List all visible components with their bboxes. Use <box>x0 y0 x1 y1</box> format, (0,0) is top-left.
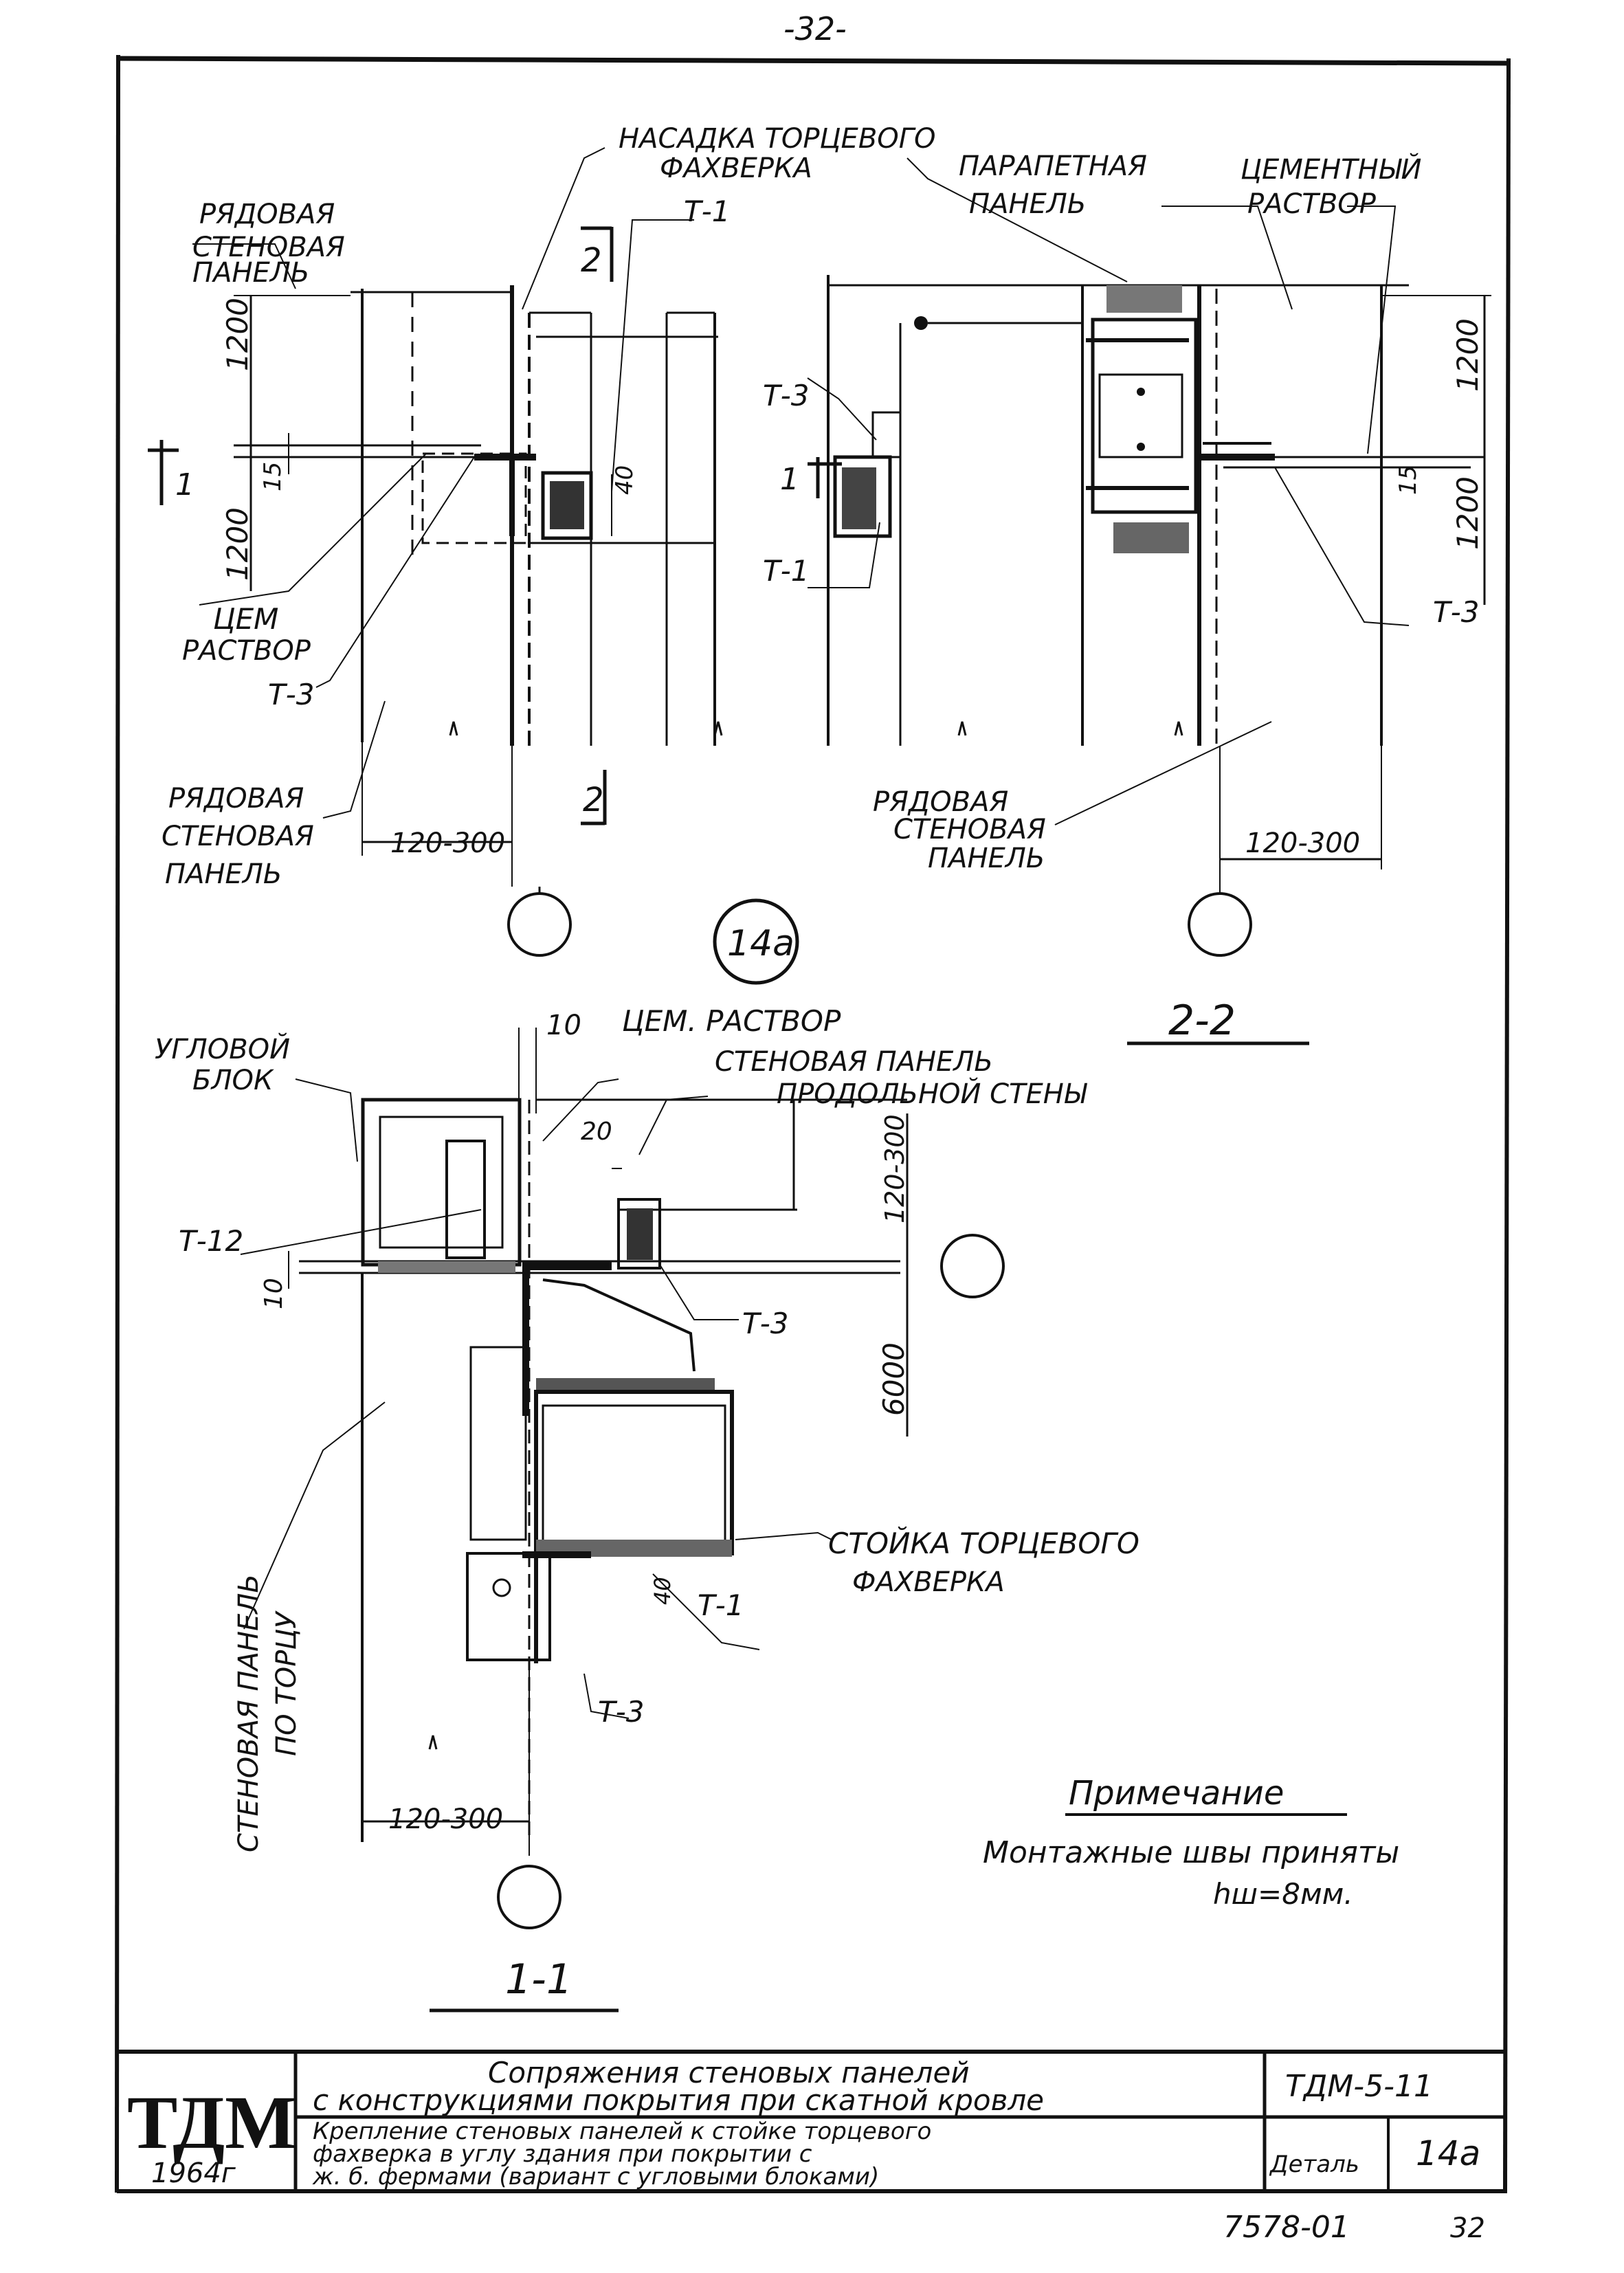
label-nasadka-2: ФАХВЕРКА <box>660 153 812 184</box>
dim-20: 20 <box>581 1118 612 1146</box>
label-ryad-bot-l2: СТЕНОВАЯ <box>162 821 314 852</box>
dim-15-a: 15 <box>259 462 287 491</box>
axis-circle-bottom <box>497 1865 561 1929</box>
detail-value: 14а <box>1416 2133 1480 2173</box>
title-logo: ТДМ <box>127 2081 296 2164</box>
label-cem-1: ЦЕМ <box>213 602 278 636</box>
dim-15-b: 15 <box>1394 465 1422 495</box>
view-1-1-title: 1-1 <box>505 1955 572 2004</box>
dim-10-top: 10 <box>546 1010 581 1041</box>
view-bottom <box>288 1028 909 1856</box>
label-parapet-2: ПАНЕЛЬ <box>969 188 1086 220</box>
section-2-bottom: 2 <box>583 781 604 819</box>
label-t1-a: Т-1 <box>684 195 731 228</box>
dim-120-300-b: 120-300 <box>1245 828 1360 859</box>
axis-circle-right <box>940 1234 1005 1298</box>
dim-1200-b: 1200 <box>221 507 254 581</box>
title-line1: Сопряжения стеновых панелей <box>488 2056 970 2089</box>
label-ryadovaya-top-2: СТЕНОВАЯ <box>192 232 345 263</box>
subtitle-line1: Крепление стеновых панелей к стойке торц… <box>313 2118 931 2145</box>
title-block: ТДМ 1964г Сопряжения стеновых панелей с … <box>127 2052 1507 2191</box>
title-line2: с конструкциями покрытия при скатной кро… <box>313 2083 1044 2117</box>
sheet-frame <box>115 54 1511 2193</box>
dim-120-300-c: 120-300 <box>388 1804 503 1835</box>
detail-label: Деталь <box>1269 2151 1359 2178</box>
note-formula: hш=8мм. <box>1213 1877 1353 1911</box>
label-ryadovaya-top-3: ПАНЕЛЬ <box>192 257 309 289</box>
labels: НАСАДКА ТОРЦЕВОГО ФАХВЕРКА РЯДОВАЯ СТЕНО… <box>155 123 1484 2004</box>
dim-10-left: 10 <box>260 1278 288 1309</box>
label-t1-c: Т-1 <box>698 1588 744 1622</box>
title-year: 1964г <box>151 2158 236 2189</box>
footer-page: 32 <box>1450 2213 1485 2244</box>
axis-circle-top-left <box>507 892 572 957</box>
dim-1200-d: 1200 <box>1451 476 1484 550</box>
label-sten-torec-2: ПО ТОРЦУ <box>271 1610 302 1756</box>
page-number: -32- <box>783 10 847 47</box>
label-sten-pan-2: ПРОДОЛЬНОЙ СТЕНЫ <box>777 1077 1088 1110</box>
label-ryad-bot-r3: ПАНЕЛЬ <box>928 843 1045 874</box>
label-ryad-bot-r1: РЯДОВАЯ <box>873 786 1008 818</box>
footer-number: 7578-01 <box>1223 2210 1350 2245</box>
dim-120-300-v: 120-300 <box>880 1114 910 1223</box>
label-nasadka: НАСАДКА ТОРЦЕВОГО <box>619 123 936 155</box>
label-parapet-1: ПАРАПЕТНАЯ <box>959 151 1147 182</box>
leader-lines <box>192 147 1410 1719</box>
label-t3-b: Т-3 <box>1433 595 1480 629</box>
label-cement-1: ЦЕМЕНТНЫЙ <box>1241 153 1421 186</box>
label-ryadovaya-top-1: РЯДОВАЯ <box>199 199 335 230</box>
label-sten-torec-1: СТЕНОВАЯ ПАНЕЛЬ <box>233 1574 265 1852</box>
label-cem-2: РАСТВОР <box>182 635 311 667</box>
subtitle-line3: ж. б. фермами (вариант с угловыми блокам… <box>312 2163 879 2191</box>
label-cement-2: РАСТВОР <box>1247 188 1377 220</box>
label-cem-rastvor: ЦЕМ. РАСТВОР <box>622 1004 841 1038</box>
label-sten-pan-1: СТЕНОВАЯ ПАНЕЛЬ <box>715 1046 993 1078</box>
view-top-right <box>808 275 1491 894</box>
dim-1200-a: 1200 <box>221 298 254 371</box>
label-t3-a: Т-3 <box>763 379 810 412</box>
note-title: Примечание <box>1069 1774 1284 1812</box>
label-t12: Т-12 <box>179 1224 243 1258</box>
label-ryad-bot-l3: ПАНЕЛЬ <box>165 858 282 890</box>
subtitle-line2: фахверка в углу здания при покрытии с <box>313 2140 812 2168</box>
dim-1200-c: 1200 <box>1451 318 1484 392</box>
dim-120-300-a: 120-300 <box>390 828 505 859</box>
view-top-left <box>148 226 723 887</box>
section-1-left: 1 <box>175 467 194 502</box>
axis-circle-top-right <box>1188 892 1252 957</box>
dim-6000: 6000 <box>877 1342 911 1416</box>
label-uglovoy-1: УГЛОВОЙ <box>155 1032 290 1065</box>
label-stoyka-1: СТОЙКА ТОРЦЕВОГО <box>828 1526 1139 1560</box>
label-t3-e: Т-3 <box>598 1695 645 1729</box>
dim-40-b: 40 <box>649 1577 676 1605</box>
label-t3-c: Т-3 <box>268 678 315 711</box>
view-2-2-title: 2-2 <box>1168 997 1236 1045</box>
label-uglovoy-2: БЛОК <box>192 1065 274 1096</box>
note-text: Монтажные швы приняты <box>983 1835 1399 1870</box>
label-ryad-bot-r2: СТЕНОВАЯ <box>893 814 1046 845</box>
detail-circle <box>713 898 799 985</box>
detail-circle-label: 14а <box>727 923 794 964</box>
label-t3-d: Т-3 <box>742 1307 789 1340</box>
dim-40: 40 <box>611 465 638 495</box>
label-ryad-bot-l1: РЯДОВАЯ <box>168 783 304 814</box>
section-1-right: 1 <box>780 462 799 497</box>
label-stoyka-2: ФАХВЕРКА <box>852 1566 1005 1598</box>
title-code: ТДМ-5-11 <box>1285 2069 1433 2104</box>
section-2-top: 2 <box>581 241 602 280</box>
label-t1-b: Т-1 <box>763 554 810 588</box>
